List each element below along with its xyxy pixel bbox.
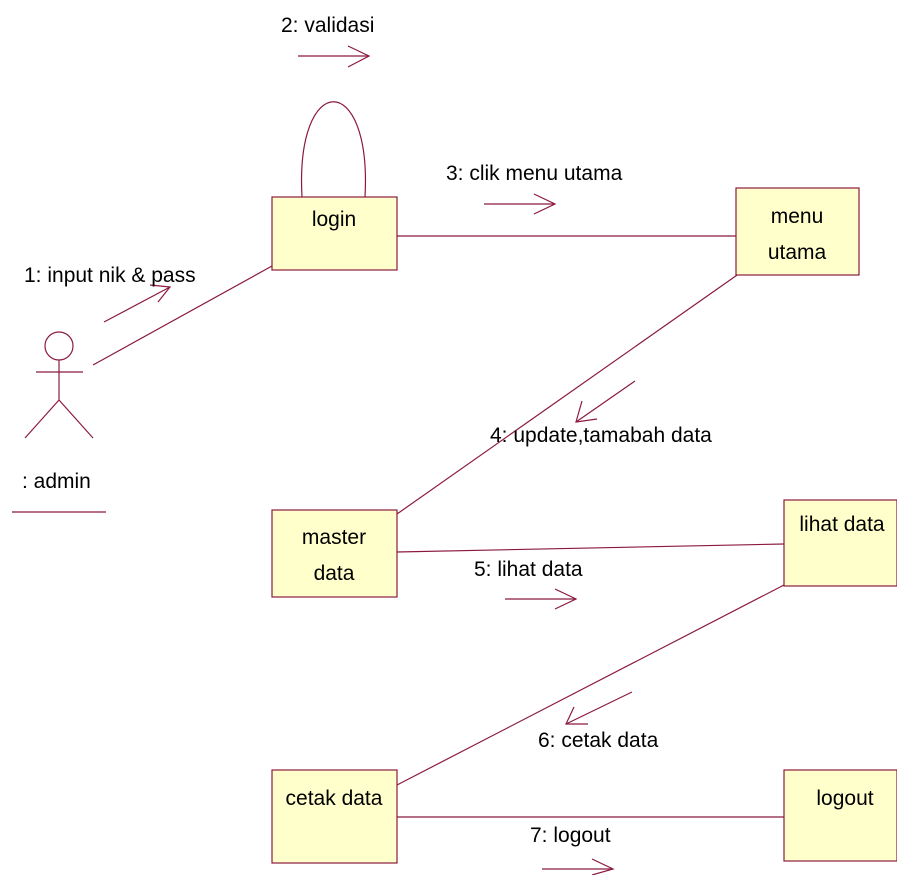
message-label-7: 7: logout xyxy=(530,824,611,847)
message-label-5: 5: lihat data xyxy=(474,558,583,581)
object-logout-label: logout xyxy=(816,787,873,810)
message-arrow-6 xyxy=(565,691,633,725)
object-cetak-data-label: cetak data xyxy=(286,787,383,810)
message-label-1: 1: input nik & pass xyxy=(24,264,196,287)
object-lihat-data-label: lihat data xyxy=(799,513,885,536)
object-logout xyxy=(783,769,897,862)
object-master-data-label-line1: master xyxy=(302,526,366,549)
link-menu-utama-master-data xyxy=(396,272,741,515)
actor-admin-icon xyxy=(24,331,94,439)
message-arrow-1 xyxy=(103,284,172,323)
object-menu-utama xyxy=(735,187,860,276)
message-arrow-3 xyxy=(484,193,557,215)
message-arrow-7 xyxy=(542,858,615,875)
link-master-data-lihat-data xyxy=(396,543,785,553)
message-arrow-4 xyxy=(575,380,636,423)
message-arrow-5 xyxy=(505,588,578,610)
message-label-2: 2: validasi xyxy=(281,14,374,37)
object-master-data xyxy=(271,509,398,598)
message-label-3: 3: clik menu utama xyxy=(446,162,623,185)
object-cetak-data xyxy=(271,769,398,864)
object-menu-utama-label-line2: utama xyxy=(768,241,827,264)
object-login-label: login xyxy=(312,208,356,231)
object-master-data-label-line2: data xyxy=(314,562,355,585)
message-arrow-2 xyxy=(298,45,371,68)
message-label-4: 4: update,tamabah data xyxy=(490,424,712,447)
link-lihat-data-cetak-data xyxy=(396,584,785,786)
object-login xyxy=(271,196,398,271)
object-lihat-data xyxy=(783,499,897,587)
message-label-6: 6: cetak data xyxy=(538,729,659,752)
link-login-self xyxy=(300,101,367,198)
actor-label: : admin xyxy=(22,470,91,493)
link-actor-login xyxy=(92,265,273,366)
object-menu-utama-label-line1: menu xyxy=(771,205,824,228)
